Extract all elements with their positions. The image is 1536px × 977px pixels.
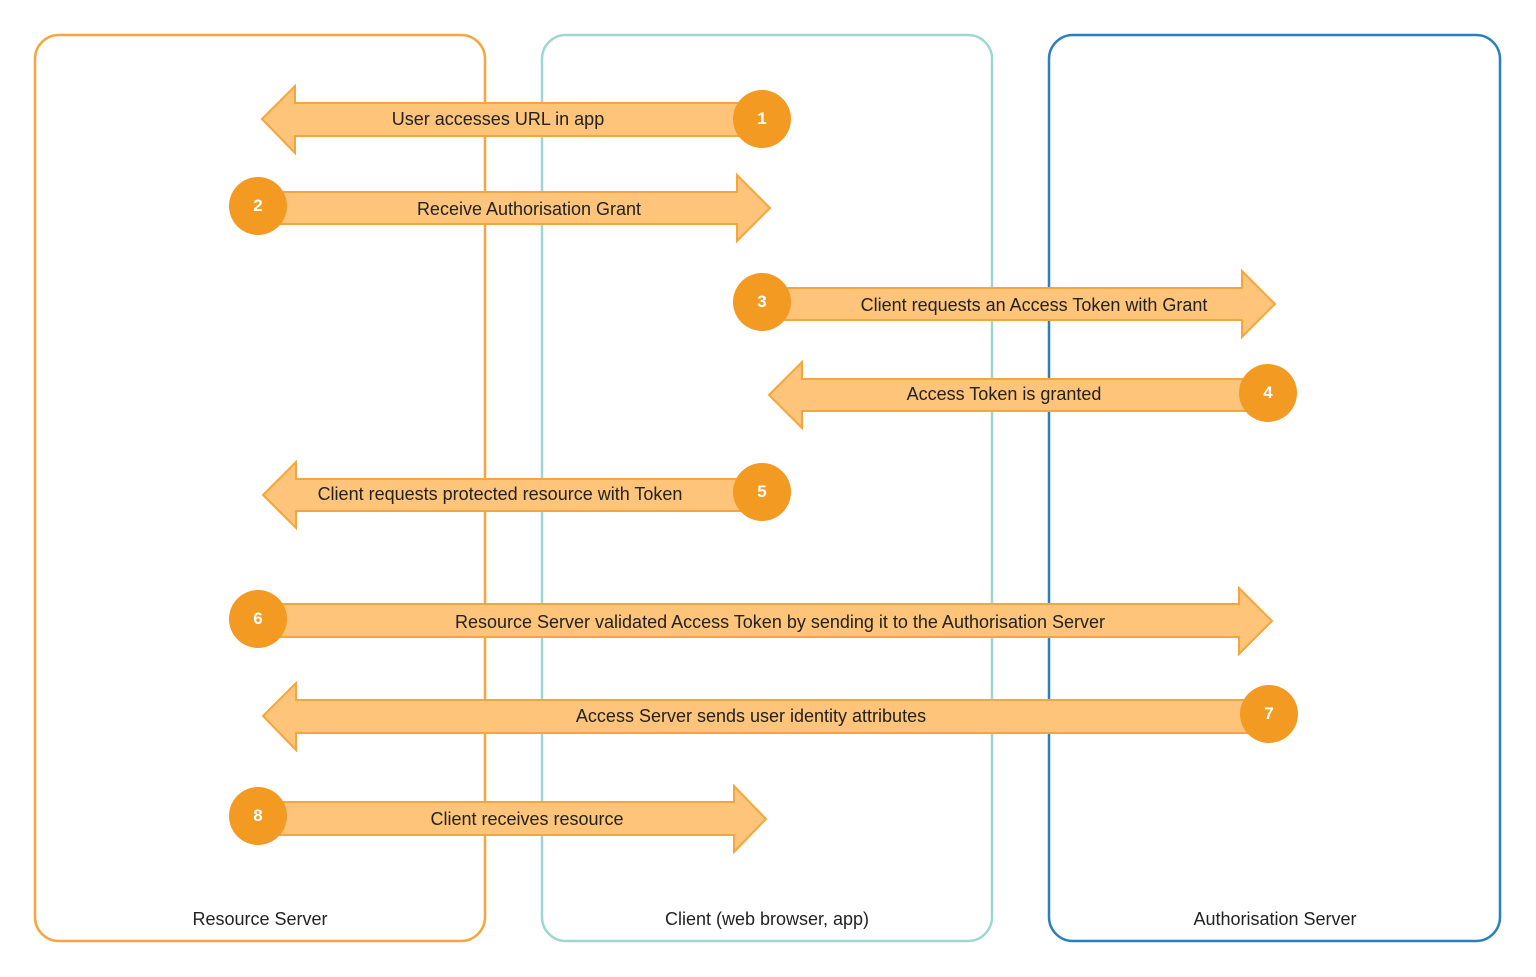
step-badge [733,90,791,148]
step-number: 3 [757,292,766,311]
step-number: 1 [757,109,766,128]
step-1-arrow: User accesses URL in app 1 [260,83,791,156]
step-number: 4 [1263,383,1273,402]
arrow-shape [257,585,1274,657]
step-label: Access Token is granted [907,384,1102,404]
step-7-arrow: Access Server sends user identity attrib… [261,680,1298,753]
step-number: 8 [253,806,262,825]
lanes: Resource Server Client (web browser, app… [33,33,1502,943]
arrow-shape [257,172,772,244]
step-label: Receive Authorisation Grant [417,199,641,219]
lane-label-client: Client (web browser, app) [665,909,869,929]
step-number: 6 [253,609,262,628]
lane-label-resource-server: Resource Server [192,909,327,929]
step-3-arrow: Client requests an Access Token with Gra… [733,268,1277,340]
step-number: 2 [253,196,262,215]
step-label: Access Server sends user identity attrib… [576,706,926,726]
step-label: Resource Server validated Access Token b… [455,612,1105,632]
step-badge [733,463,791,521]
step-label: User accesses URL in app [392,109,604,129]
step-badge [229,590,287,648]
step-badge [229,177,287,235]
step-4-arrow: Access Token is granted 4 [767,359,1297,431]
step-label: Client requests an Access Token with Gra… [861,295,1208,315]
step-6-arrow: Resource Server validated Access Token b… [229,585,1274,657]
step-badge [733,273,791,331]
lane-label-authorisation-server: Authorisation Server [1193,909,1356,929]
step-2-arrow: Receive Authorisation Grant 2 [229,172,772,244]
step-badge [229,787,287,845]
step-label: Client requests protected resource with … [318,484,683,504]
step-label: Client receives resource [430,809,623,829]
step-number: 7 [1264,704,1273,723]
step-number: 5 [757,482,766,501]
arrow-shape [257,783,768,855]
step-badge [1240,685,1298,743]
step-5-arrow: Client requests protected resource with … [261,459,791,531]
arrow-shape [761,268,1277,340]
step-8-arrow: Client receives resource 8 [229,783,768,855]
step-badge [1239,364,1297,422]
lane-authorisation-server [1047,33,1502,943]
